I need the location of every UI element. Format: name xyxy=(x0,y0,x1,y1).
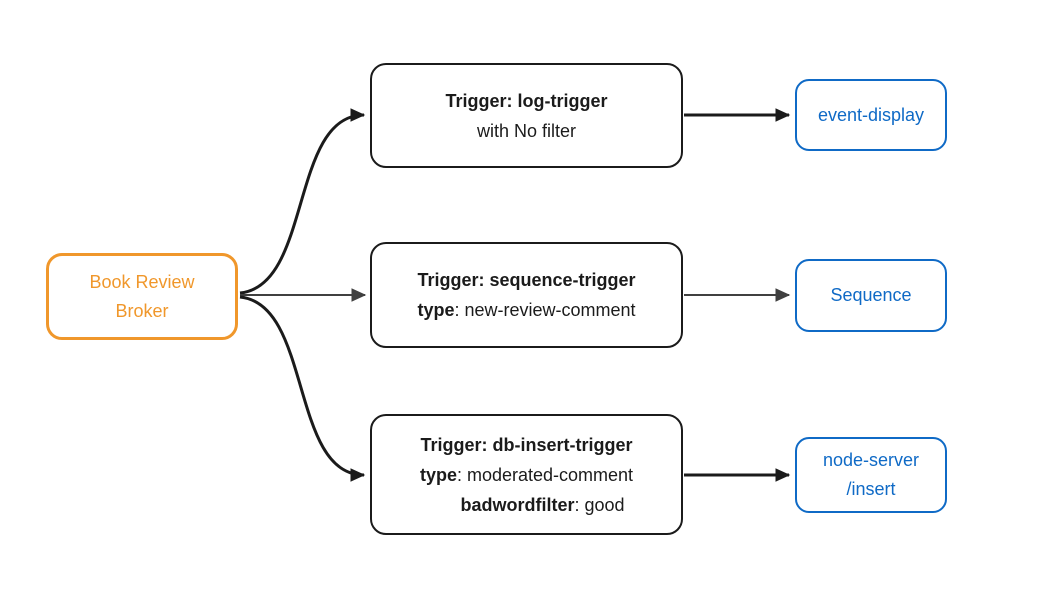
trigger-db-insert-type-value: : moderated-comment xyxy=(456,464,634,485)
sink-node-sequence: Sequence xyxy=(795,259,947,332)
sink-node-node-server: node-server /insert xyxy=(795,437,947,513)
sink-node-event-display: event-display xyxy=(795,79,947,151)
trigger-log-title: Trigger: log-trigger xyxy=(445,90,608,111)
trigger-node-sequence: Trigger: sequence-trigger type: new-revi… xyxy=(370,242,683,348)
trigger-db-insert-filter-key: badwordfilter xyxy=(460,494,575,515)
trigger-sequence-type-value: : new-review-comment xyxy=(454,300,636,320)
sink-node-server-label-line2: /insert xyxy=(846,479,896,499)
arrow-broker-to-db-insert-trigger xyxy=(239,295,366,482)
trigger-sequence-title: Trigger: sequence-trigger xyxy=(417,270,636,290)
trigger-log-attr-value: with No filter xyxy=(476,120,577,141)
sink-event-display-label: event-display xyxy=(817,104,925,125)
sink-sequence-label: Sequence xyxy=(830,285,912,305)
trigger-sequence-type-line: type: new-review-comment xyxy=(417,295,635,325)
arrow-broker-to-log-trigger xyxy=(239,108,366,295)
trigger-db-insert-filter-value: : good xyxy=(574,494,625,515)
trigger-sequence-type-key: type xyxy=(417,300,455,320)
trigger-db-insert-title: Trigger: db-insert-trigger xyxy=(420,434,633,455)
broker-node: Book Review Broker xyxy=(46,253,238,340)
trigger-db-insert-type-key: type xyxy=(419,464,457,485)
trigger-db-insert-type-line: type: moderated-comment xyxy=(420,460,633,490)
trigger-db-insert-filter-line: badwordfilter: good xyxy=(460,490,624,520)
sink-node-server-label-line1: node-server xyxy=(822,450,920,470)
trigger-log-subtitle: with No filter xyxy=(477,116,576,146)
trigger-node-db-insert: Trigger: db-insert-trigger type: moderat… xyxy=(370,414,683,535)
broker-label-line1: Book Review xyxy=(89,271,195,292)
broker-label-line2: Broker xyxy=(115,300,169,321)
trigger-node-log: Trigger: log-trigger with No filter xyxy=(370,63,683,168)
